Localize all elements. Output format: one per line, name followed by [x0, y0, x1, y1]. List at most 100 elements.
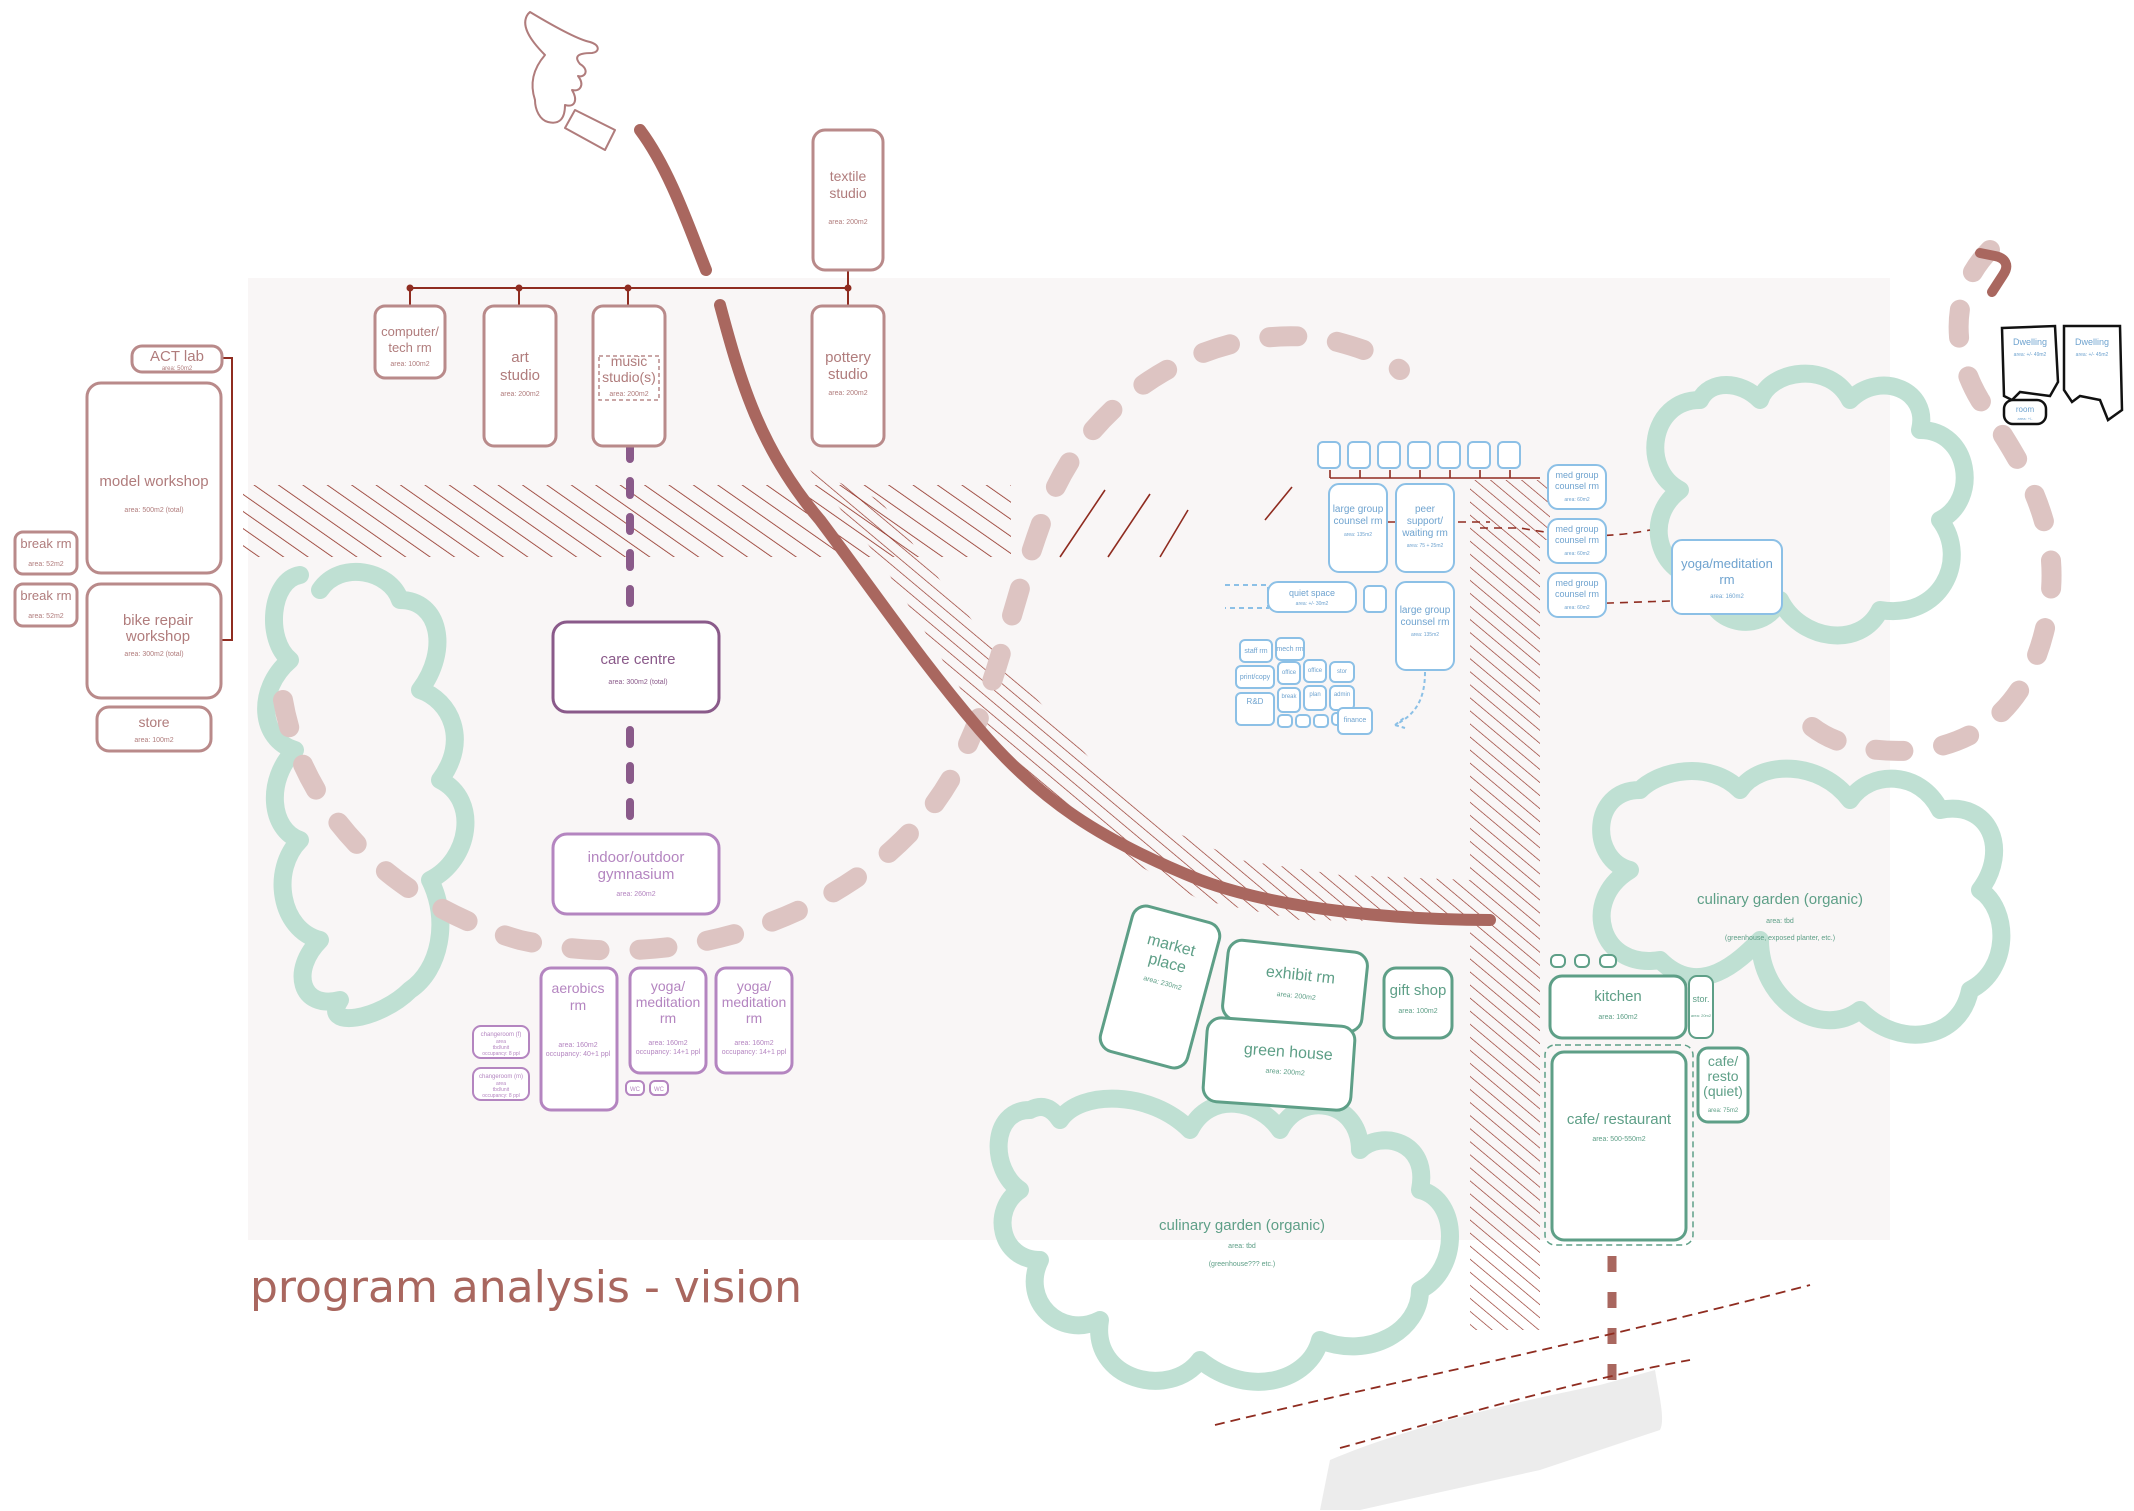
- break-1-label: break rm: [20, 536, 71, 551]
- dashed-loop-path: [273, 326, 1410, 961]
- act-lab[interactable]: ACT lab area: 50m2: [130, 344, 224, 374]
- kitchen-label: kitchen: [1594, 988, 1642, 1005]
- aerobics-room[interactable]: aerobics rm area: 160m2 occupancy: 40+1 …: [539, 966, 619, 1112]
- wc-1[interactable]: WC: [625, 1080, 645, 1096]
- computer-tech-room[interactable]: computer/ tech rm area: 100m2: [373, 304, 447, 380]
- care-centre[interactable]: care centre area: 300m2 (total): [551, 620, 721, 714]
- dwelling-2[interactable]: Dwelling area: +/- 45m2: [2062, 324, 2124, 422]
- yoga-room-b[interactable]: yoga/ meditation rm area: 160m2 occupanc…: [714, 966, 794, 1075]
- care-centre-area: area: 300m2 (total): [608, 679, 667, 686]
- room-area: area: +/-: [2017, 416, 2033, 421]
- changeroom-m[interactable]: changeroom (m) area tbd/unit occupancy: …: [472, 1067, 530, 1101]
- yoga-b-area: area: 160m2: [734, 1040, 773, 1047]
- store[interactable]: store area: 100m2: [95, 705, 213, 753]
- stor-small-room[interactable]: stor: [1329, 661, 1355, 683]
- exhibit-room[interactable]: exhibit rm area: 200m2: [1221, 938, 1369, 1034]
- dwelling-room[interactable]: room area: +/-: [2002, 398, 2048, 426]
- sidewalk-shape: [1320, 1370, 1663, 1510]
- yoga-a-label-3: rm: [660, 1010, 676, 1026]
- changeroom-f-label: changeroom (f): [481, 1032, 522, 1038]
- quiet-space[interactable]: quiet space area: +/- 30m2: [1225, 581, 1387, 613]
- med-1-area: area: 60m2: [1564, 497, 1590, 503]
- med-1-label-1: med group: [1555, 470, 1598, 480]
- break-2-area: area: 52m2: [28, 613, 64, 620]
- mech-room[interactable]: mech rm: [1275, 637, 1305, 661]
- med-1-label-2: counsel rm: [1555, 481, 1599, 491]
- med-3-label-2: counsel rm: [1555, 589, 1599, 599]
- music-studio[interactable]: music studio(s) area: 200m2: [591, 304, 667, 448]
- hatched-zone-diagonal: [810, 470, 1470, 922]
- counsel-small-rooms: [1317, 441, 1521, 469]
- wc-2[interactable]: WC: [649, 1080, 669, 1096]
- large-group-2-label-2: counsel rm: [1401, 617, 1450, 628]
- yoga-room-a[interactable]: yoga/ meditation rm area: 160m2 occupanc…: [628, 966, 708, 1075]
- pottery-studio[interactable]: pottery studio area: 200m2: [810, 304, 886, 448]
- staff-room[interactable]: staff rm: [1239, 639, 1273, 663]
- office-1-label: office: [1282, 670, 1297, 676]
- room-label: room: [2016, 405, 2035, 414]
- changeroom-f-occ: occupancy: 8 ppl: [482, 1051, 520, 1057]
- office-1[interactable]: office: [1277, 661, 1301, 685]
- arts-connector: [222, 265, 852, 641]
- kitchen-stor-area: area: 20m2: [1691, 1013, 1712, 1018]
- yoga-c-label-2: rm: [1719, 572, 1734, 587]
- model-workshop[interactable]: model workshop area: 500m2 (total): [85, 381, 223, 575]
- cafe-quiet-label-1: cafe/: [1708, 1053, 1738, 1069]
- gift-shop[interactable]: gift shop area: 100m2: [1382, 966, 1454, 1040]
- plan-room[interactable]: plan: [1303, 685, 1327, 711]
- quiet-space-area: area: +/- 30m2: [1296, 601, 1329, 607]
- bike-repair-workshop[interactable]: bike repair workshop area: 300m2 (total): [85, 582, 223, 700]
- r-and-d-room[interactable]: R&D: [1235, 692, 1275, 726]
- pottery-label-1: pottery: [825, 349, 871, 366]
- changeroom-m-area: area: [496, 1081, 506, 1087]
- market-place[interactable]: market place area: 230m2: [1097, 903, 1223, 1071]
- computer-label-2: tech rm: [388, 340, 431, 355]
- dwelling-1[interactable]: Dwelling area: +/- 49m2: [2000, 324, 2060, 402]
- med-group-counsel-room-3[interactable]: med group counsel rm area: 60m2: [1547, 572, 1607, 618]
- yoga-c-area: area: 160m2: [1710, 594, 1744, 600]
- cafe-restaurant[interactable]: cafe/ restaurant area: 500-550m2: [1544, 1044, 1694, 1246]
- textile-studio[interactable]: textile studio area: 200m2: [811, 128, 885, 272]
- changeroom-m-occ: occupancy: 8 ppl: [482, 1093, 520, 1099]
- break-small-label: break: [1281, 694, 1297, 700]
- act-lab-label: ACT lab: [150, 348, 204, 365]
- kitchen[interactable]: kitchen area: 160m2: [1548, 974, 1688, 1040]
- med-3-label-1: med group: [1555, 578, 1598, 588]
- break-room-1[interactable]: break rm area: 52m2: [13, 530, 79, 576]
- med-group-counsel-room-2[interactable]: med group counsel rm area: 60m2: [1547, 518, 1607, 564]
- large-group-counsel-room[interactable]: large group counsel rm area: 135m2: [1328, 483, 1388, 573]
- yoga-meditation-room-c[interactable]: yoga/meditation rm area: 160m2: [1671, 539, 1783, 615]
- wc-1-label: WC: [630, 1087, 641, 1093]
- green-house[interactable]: green house area: 200m2: [1201, 1016, 1357, 1112]
- yoga-b-occupancy: occupancy: 14+1 ppl: [722, 1049, 787, 1056]
- cafe-resto-quiet[interactable]: cafe/ resto (quiet) area: 75m2: [1696, 1046, 1750, 1124]
- model-workshop-label: model workshop: [99, 473, 208, 490]
- changeroom-f-detail: tbd/unit: [493, 1045, 510, 1051]
- finance-room[interactable]: finance: [1337, 707, 1373, 735]
- break-room-2[interactable]: break rm area: 52m2: [13, 582, 79, 628]
- break-small-room[interactable]: break: [1277, 687, 1301, 713]
- peer-support-waiting-room[interactable]: peer support/ waiting rm area: 75 + 25m2: [1395, 483, 1455, 573]
- stor-small-label: stor: [1337, 669, 1347, 675]
- office-2[interactable]: office: [1303, 659, 1327, 683]
- print-copy-room[interactable]: print/copy: [1235, 665, 1275, 689]
- indoor-outdoor-gymnasium[interactable]: indoor/outdoor gymnasium area: 260m2: [551, 832, 721, 916]
- med-group-counsel-room-1[interactable]: med group counsel rm area: 60m2: [1547, 464, 1607, 510]
- music-label-2: studio(s): [602, 369, 656, 385]
- office-2-label: office: [1308, 668, 1323, 674]
- textile-area: area: 200m2: [828, 219, 867, 226]
- med-2-label-2: counsel rm: [1555, 535, 1599, 545]
- care-centre-label: care centre: [600, 651, 675, 668]
- art-studio[interactable]: art studio area: 200m2: [482, 304, 558, 448]
- model-workshop-area: area: 500m2 (total): [124, 507, 183, 514]
- admin-room[interactable]: admin: [1329, 685, 1355, 711]
- store-label: store: [138, 714, 169, 730]
- plan-label: plan: [1309, 692, 1320, 698]
- kitchen-storage[interactable]: stor. area: 20m2: [1688, 975, 1714, 1039]
- textile-label-1: textile: [830, 168, 867, 184]
- tree-bottom-icon: [989, 1089, 1459, 1391]
- large-group-counsel-room-2[interactable]: large group counsel rm area: 135m2: [1395, 581, 1455, 671]
- kitchen-small-rooms: [1550, 954, 1617, 968]
- changeroom-f[interactable]: changeroom (f) area tbd/unit occupancy: …: [472, 1025, 530, 1059]
